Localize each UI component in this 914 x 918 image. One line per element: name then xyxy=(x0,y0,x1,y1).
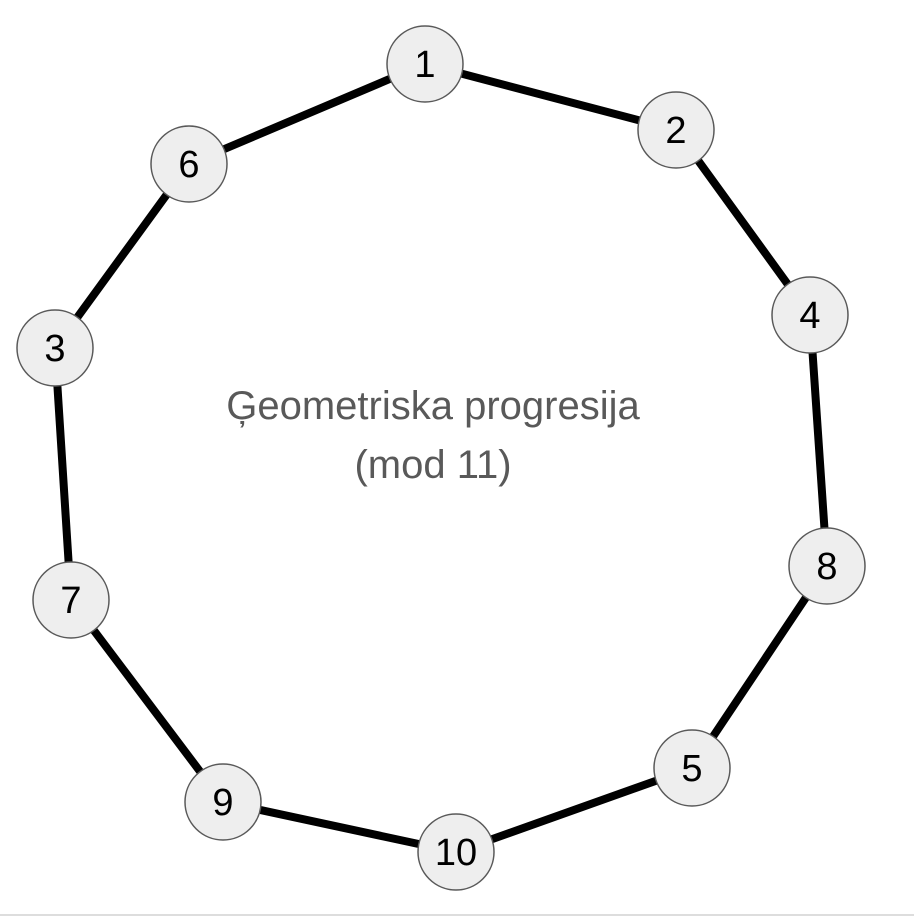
cycle-nodes: 1 2 4 8 5 10 9 7 3 6 xyxy=(16,25,866,891)
node-label: 2 xyxy=(665,110,686,152)
node-1: 1 xyxy=(386,25,464,103)
node-10: 10 xyxy=(417,813,495,891)
node-circle xyxy=(788,527,866,605)
node-circle xyxy=(386,25,464,103)
edge-4-to-8 xyxy=(806,311,831,570)
edge-7-to-3 xyxy=(51,344,75,604)
node-label: 8 xyxy=(816,546,837,588)
edge-5-to-10 xyxy=(452,764,696,856)
node-circle xyxy=(32,561,110,639)
node-8: 8 xyxy=(788,527,866,605)
edge-1-to-2 xyxy=(421,60,680,134)
node-label: 4 xyxy=(799,295,820,337)
node-label: 6 xyxy=(178,144,199,186)
node-5: 5 xyxy=(653,729,731,807)
diagram-title: Ģeometriska progresija xyxy=(226,384,640,428)
node-label: 1 xyxy=(414,44,435,86)
node-circle xyxy=(16,309,94,387)
node-6: 6 xyxy=(150,125,228,203)
node-label: 9 xyxy=(212,782,233,824)
node-label: 10 xyxy=(435,832,477,874)
node-7: 7 xyxy=(32,561,110,639)
node-circle xyxy=(653,729,731,807)
node-4: 4 xyxy=(771,276,849,354)
diagram-subtitle: (mod 11) xyxy=(354,443,512,487)
node-label: 3 xyxy=(44,328,65,370)
node-circle xyxy=(184,763,262,841)
edge-9-to-7 xyxy=(67,596,227,806)
node-label: 7 xyxy=(60,580,81,622)
edge-8-to-5 xyxy=(688,562,831,772)
node-circle xyxy=(637,91,715,169)
node-circle xyxy=(771,276,849,354)
node-label: 5 xyxy=(681,748,702,790)
bottom-divider xyxy=(0,914,914,916)
edge-10-to-9 xyxy=(219,798,460,856)
node-9: 9 xyxy=(184,763,262,841)
node-circle xyxy=(150,125,228,203)
node-3: 3 xyxy=(16,309,94,387)
edge-6-to-1 xyxy=(185,60,429,168)
node-circle xyxy=(417,813,495,891)
node-2: 2 xyxy=(637,91,715,169)
